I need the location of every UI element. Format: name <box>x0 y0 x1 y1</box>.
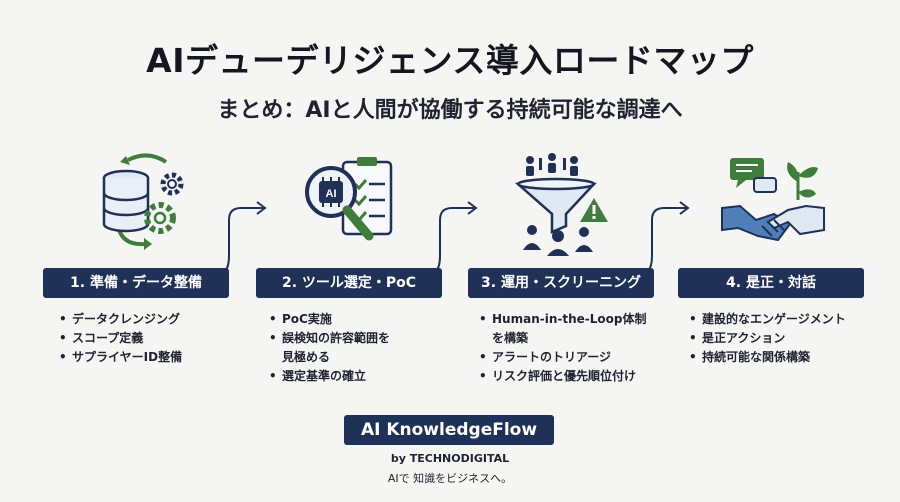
step-1-bullet: データクレンジング <box>58 310 182 329</box>
brand-tagline: AIで 知識をビジネスへ。 <box>387 472 513 485</box>
step-2-bullet: 選定基準の確立 <box>268 367 390 386</box>
handshake-dialogue-icon <box>721 158 825 242</box>
step-1-bullets: データクレンジング スコープ定義 サプライヤーID整備 <box>58 310 182 367</box>
brand-logo: AI KnowledgeFlow <box>344 415 554 445</box>
brand-byline: by TECHNODIGITAL <box>390 452 510 465</box>
step-4-bullets: 建設的なエンゲージメント 是正アクション 持続可能な関係構築 <box>688 310 846 367</box>
step-1-bullet: サプライヤーID整備 <box>58 348 182 367</box>
step-4-label: 4. 是正・対話 <box>678 268 864 298</box>
page-subtitle: まとめ：AIと人間が協働する持続可能な調達へ <box>217 98 683 123</box>
step-2-bullet: PoC実施 <box>268 310 390 329</box>
step-4-bullet: 持続可能な関係構築 <box>688 348 846 367</box>
step-3-bullet: Human-in-the-Loop体制 を構築 <box>478 310 646 348</box>
svg-text:AI: AI <box>326 188 337 200</box>
step-2-bullet: 誤検知の許容範囲を 見極める <box>268 329 390 367</box>
page-title: AIデューデリジェンス導入ロードマップ <box>146 41 754 80</box>
step-4-bullet: 是正アクション <box>688 329 846 348</box>
database-gears-icon <box>102 153 184 250</box>
step-1-bullet: スコープ定義 <box>58 329 182 348</box>
step-4-bullet: 建設的なエンゲージメント <box>688 310 846 329</box>
step-3-bullet: アラートのトリアージ <box>478 348 646 367</box>
step-2-bullets: PoC実施 誤検知の許容範囲を 見極める 選定基準の確立 <box>268 310 390 386</box>
step-3-bullets: Human-in-the-Loop体制 を構築 アラートのトリアージ リスク評価… <box>478 310 646 386</box>
step-3-bullet: リスク評価と優先順位付け <box>478 367 646 386</box>
ai-magnifier-checklist-icon: AI <box>305 157 393 241</box>
funnel-people-alert-icon <box>514 153 608 256</box>
step-3-label: 3. 運用・スクリーニング <box>468 268 654 298</box>
step-1-label: 1. 準備・データ整備 <box>43 268 229 298</box>
step-2-label: 2. ツール選定・PoC <box>256 268 442 298</box>
